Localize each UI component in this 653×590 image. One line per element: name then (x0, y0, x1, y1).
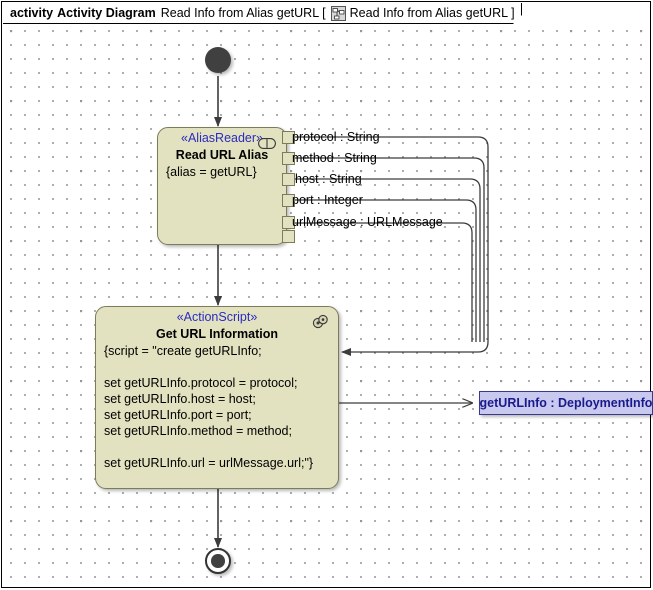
pin-label-protocol: protocol : String (292, 130, 380, 144)
pin-label-port: port : Integer (292, 193, 363, 207)
activity-final-node[interactable] (205, 548, 231, 574)
stereotype-action-script: «ActionScript» (96, 310, 338, 325)
frame-label[interactable]: activity Activity Diagram Read Info from… (3, 3, 522, 24)
output-pin-extra[interactable] (282, 230, 295, 243)
pin-label-urlmessage: urlMessage : URLMessage (292, 215, 443, 229)
pin-label-method: method : String (292, 151, 377, 165)
frame-label-corner (513, 15, 522, 24)
initial-node[interactable] (205, 47, 231, 73)
pin-label-host: host : String (295, 172, 362, 186)
node-title-get-url-information: Get URL Information (96, 326, 338, 342)
frame-diagram-kind: Activity Diagram (57, 6, 156, 20)
frame-keyword: activity (10, 6, 53, 20)
frame-diagram-name: Read Info from Alias getURL (161, 6, 319, 20)
activity-diagram-icon (331, 6, 346, 21)
activity-node-read-url-alias[interactable]: «AliasReader» Read URL Alias {alias = ge… (157, 127, 287, 245)
activity-node-get-url-information[interactable]: «ActionScript» Get URL Information {scri… (95, 306, 339, 489)
frame-owner-name: Read Info from Alias getURL (350, 6, 508, 20)
output-pin-host[interactable] (282, 173, 295, 186)
object-node-label: getURLInfo : DeploymentInfo (480, 396, 653, 410)
frame-bracket-open: [ (322, 6, 325, 20)
object-node-geturlinfo[interactable]: getURLInfo : DeploymentInfo (479, 391, 653, 415)
script-icon (312, 314, 329, 329)
node-body-read-url-alias: {alias = getURL} (158, 163, 286, 180)
node-body-get-url-information: {script = "create getURLInfo; set getURL… (96, 342, 338, 471)
diagram-canvas[interactable] (4, 25, 648, 585)
port-icon (258, 136, 276, 147)
node-title-read-url-alias: Read URL Alias (158, 147, 286, 163)
